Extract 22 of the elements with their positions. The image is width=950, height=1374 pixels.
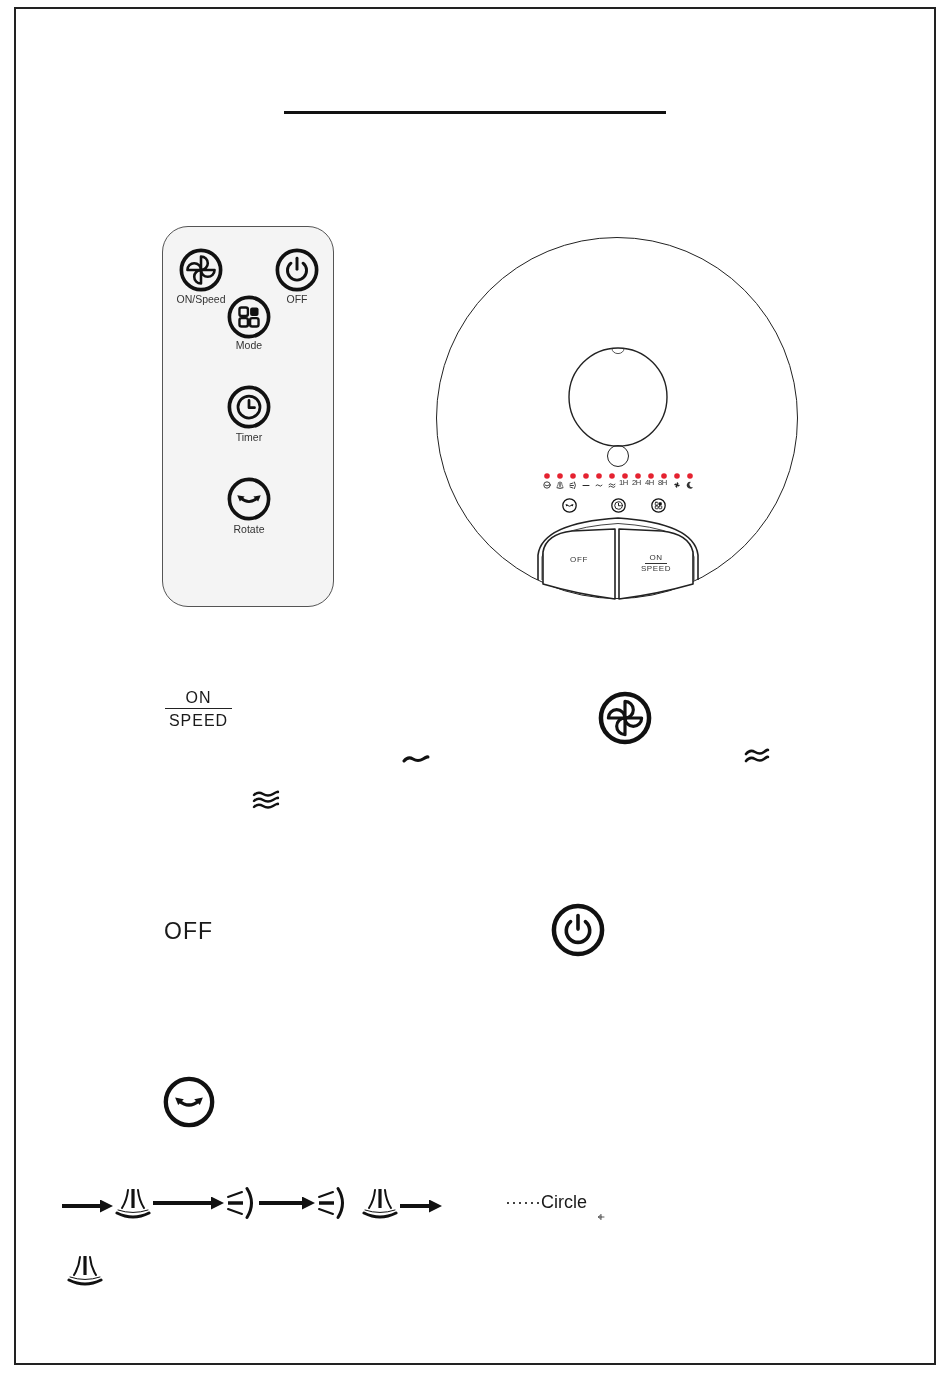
upward-airflow-icon: [66, 1253, 104, 1287]
arrow: [62, 1199, 113, 1213]
remote-control: [162, 226, 334, 607]
upward-airflow-icon: [114, 1186, 152, 1220]
button-label: Mode: [235, 339, 263, 352]
button-label: Timer: [235, 431, 263, 444]
mode-text: ······Circle: [505, 1192, 587, 1213]
button-label: ON: [645, 552, 667, 564]
button-label: OFF: [286, 293, 308, 306]
button-label: OFF: [569, 555, 589, 565]
button-label: Rotate: [233, 523, 265, 536]
button-label: ON/Speed: [176, 293, 226, 306]
panel-button: [618, 528, 694, 600]
arrow: [153, 1196, 224, 1210]
upward-airflow-icon: [361, 1186, 399, 1220]
button-label: SPEED: [639, 564, 673, 574]
arrow: [400, 1199, 442, 1213]
button-name: OFF: [164, 918, 213, 945]
arrow: [259, 1196, 315, 1210]
button-name: ON: [165, 689, 232, 710]
panel-button: [542, 528, 616, 600]
button-name: SPEED: [167, 712, 230, 731]
